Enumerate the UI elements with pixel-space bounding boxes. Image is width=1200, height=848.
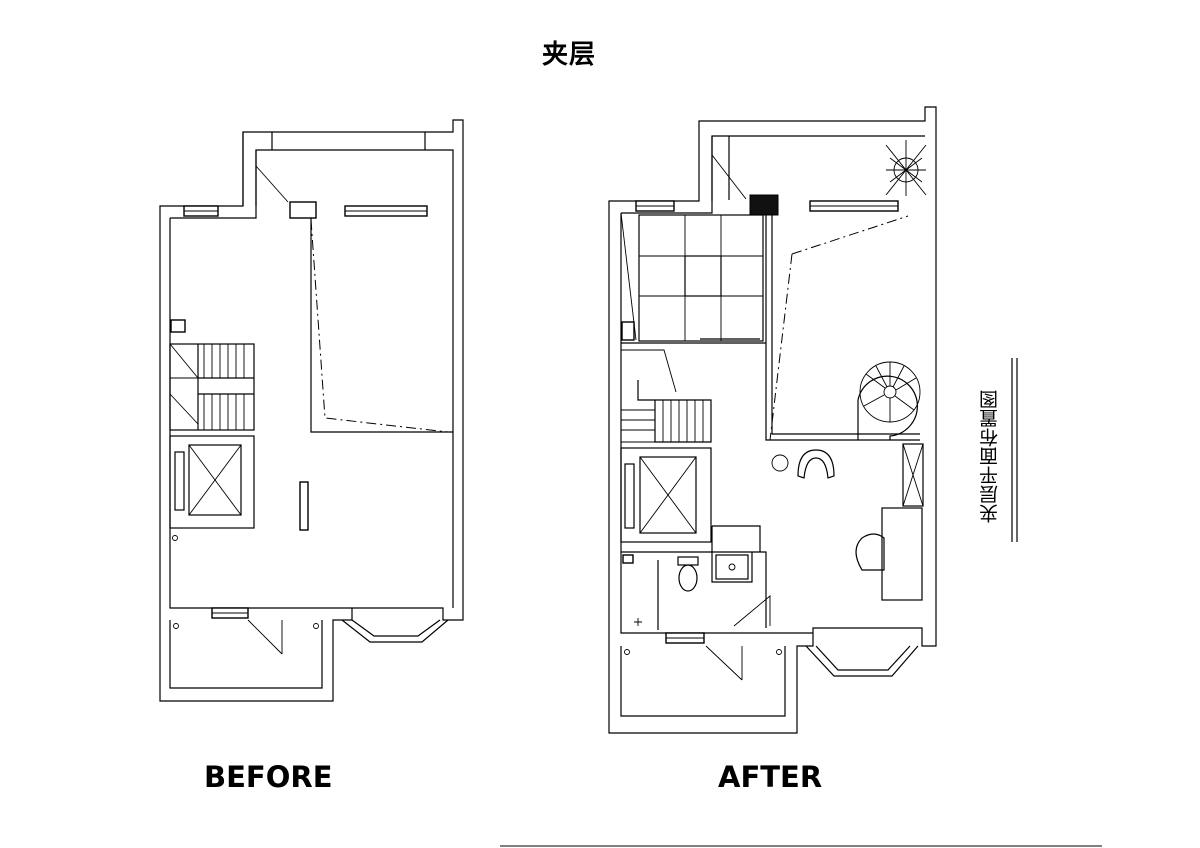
tatami-room: [621, 214, 766, 344]
balcony: [169, 619, 323, 689]
elevator: [169, 435, 255, 529]
before-floor-plan: [159, 119, 464, 702]
column: [749, 194, 779, 216]
fixture: [622, 554, 634, 564]
bay-window: [805, 645, 919, 677]
bay-window: [341, 619, 449, 643]
before-label: BEFORE: [204, 760, 333, 794]
staircase: [169, 343, 255, 431]
toilet-icon: [678, 564, 698, 592]
column: [299, 481, 309, 531]
spiral-staircase: [857, 361, 921, 440]
elevator: [620, 447, 712, 543]
balcony: [620, 645, 786, 717]
bathroom: [621, 525, 771, 630]
fixture: [621, 321, 635, 341]
fixture: [170, 319, 186, 333]
plant-icon: [885, 140, 927, 196]
chair: [855, 533, 885, 571]
after-floor-plan: [608, 106, 937, 734]
cabinet: [902, 443, 924, 507]
desk: [881, 507, 923, 601]
chair: [797, 449, 835, 479]
after-label: AFTER: [718, 760, 823, 794]
staircase: [621, 349, 712, 443]
page-title: 夹层: [541, 40, 596, 70]
toilet-tank: [677, 556, 699, 566]
stool: [771, 454, 789, 472]
column: [289, 201, 317, 219]
